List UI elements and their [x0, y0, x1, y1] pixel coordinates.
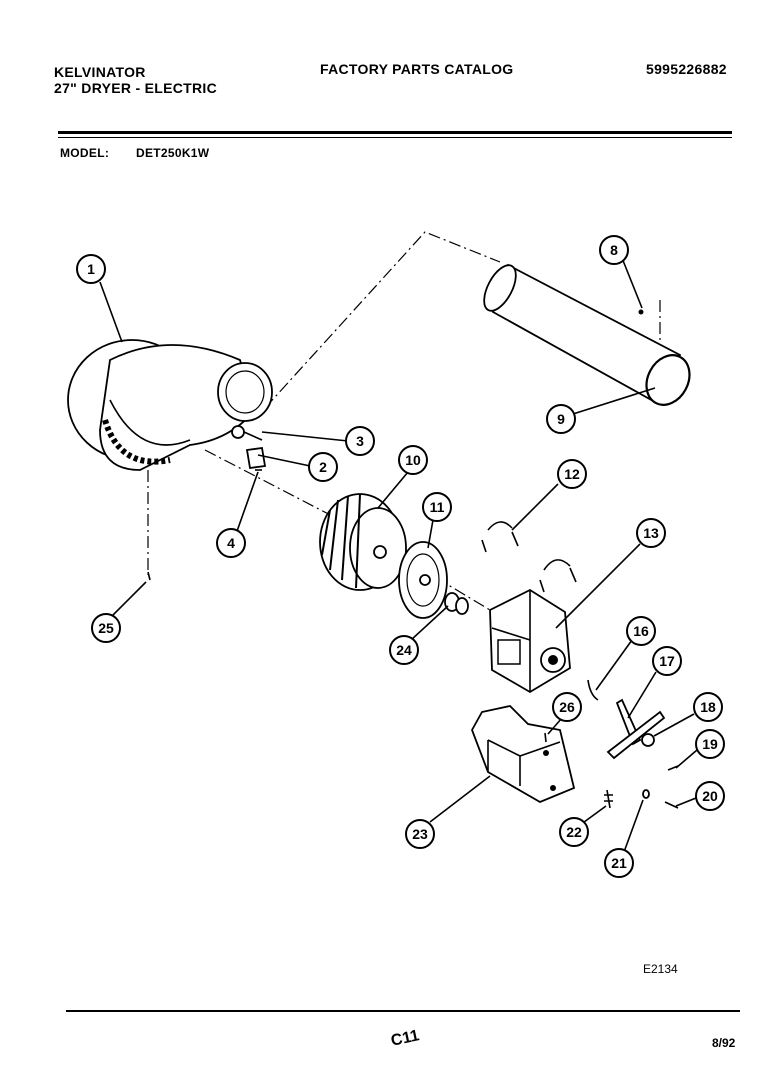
callout-2: 2: [308, 452, 338, 482]
callout-8: 8: [599, 235, 629, 265]
svg-text:12: 12: [564, 466, 580, 482]
callout-23: 23: [405, 819, 435, 849]
brand-name: KELVINATOR: [54, 64, 146, 80]
svg-text:17: 17: [659, 653, 675, 669]
svg-text:2: 2: [319, 459, 327, 475]
product-type: 27" DRYER - ELECTRIC: [54, 80, 218, 96]
callout-21: 21: [604, 848, 634, 878]
header-rule-thin: [58, 137, 732, 138]
blower-housing-part: [67, 339, 273, 471]
callout-4: 4: [216, 528, 246, 558]
svg-text:18: 18: [700, 699, 716, 715]
screw-part: [147, 571, 151, 581]
footer-rule: [66, 1010, 740, 1012]
callout-11: 11: [422, 492, 452, 522]
callout-22: 22: [559, 817, 589, 847]
callout-leaders: [99, 257, 698, 853]
svg-text:1: 1: [87, 261, 95, 277]
svg-text:8: 8: [610, 242, 618, 258]
callout-10: 10: [398, 445, 428, 475]
callout-24: 24: [389, 635, 419, 665]
svg-text:3: 3: [356, 433, 364, 449]
svg-text:9: 9: [557, 411, 565, 427]
diagram-code: E2134: [643, 962, 678, 976]
callout-26: 26: [552, 692, 582, 722]
pulley-disc-part: [398, 541, 448, 619]
svg-text:4: 4: [227, 535, 235, 551]
svg-text:23: 23: [412, 826, 428, 842]
model-label: MODEL:: [60, 146, 110, 160]
bracket-small-parts: [231, 425, 267, 471]
svg-text:25: 25: [98, 620, 114, 636]
svg-text:24: 24: [396, 642, 412, 658]
callout-17: 17: [652, 646, 682, 676]
callout-16: 16: [626, 616, 656, 646]
screw-part: [544, 732, 547, 743]
svg-text:10: 10: [405, 452, 421, 468]
model-number: DET250K1W: [136, 146, 210, 160]
callout-1: 1: [76, 254, 106, 284]
catalog-number: 5995226882: [646, 61, 727, 77]
callout-19: 19: [695, 729, 725, 759]
assembly-line-top: [264, 231, 501, 409]
callout-13: 13: [636, 518, 666, 548]
svg-text:22: 22: [566, 824, 582, 840]
catalog-title: FACTORY PARTS CATALOG: [320, 61, 514, 77]
svg-text:20: 20: [702, 788, 718, 804]
svg-text:11: 11: [430, 499, 445, 515]
callout-3: 3: [345, 426, 375, 456]
callout-12: 12: [557, 459, 587, 489]
callout-18: 18: [693, 692, 723, 722]
idler-hardware-parts: [587, 679, 679, 809]
svg-text:16: 16: [633, 623, 649, 639]
svg-text:26: 26: [559, 699, 575, 715]
motor-part: [489, 588, 571, 694]
motor-mount-part: [471, 705, 576, 804]
callout-9: 9: [546, 404, 576, 434]
svg-text:21: 21: [611, 855, 627, 871]
revision-date: 8/92: [712, 1036, 736, 1050]
svg-text:19: 19: [702, 736, 718, 752]
header-rule-thick: [58, 131, 732, 134]
motor-clamp-part: [481, 521, 577, 593]
coupling-part: [444, 592, 469, 615]
exhaust-duct-part: [483, 263, 691, 406]
callout-25: 25: [91, 613, 121, 643]
callout-20: 20: [695, 781, 725, 811]
blower-wheel-part: [319, 493, 407, 591]
svg-text:13: 13: [643, 525, 659, 541]
